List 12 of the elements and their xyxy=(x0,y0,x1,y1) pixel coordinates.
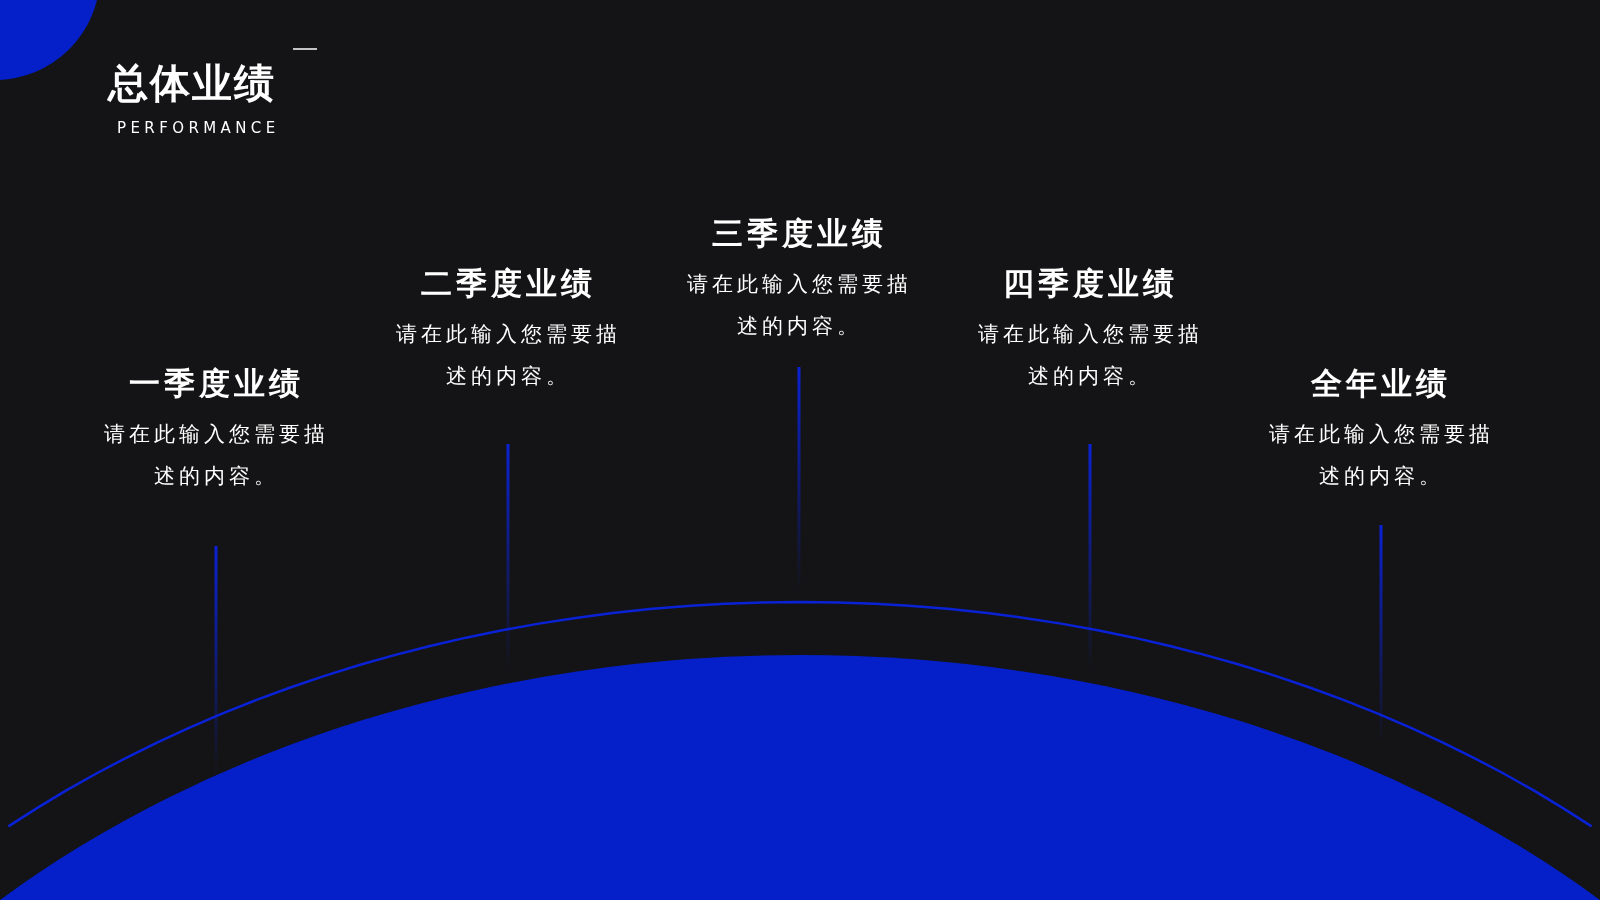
description-text: 请在此输入您需要描述的内容。 xyxy=(685,271,913,340)
subtitle: PERFORMANCE xyxy=(117,119,280,137)
description-text: 请在此输入您需要描述的内容。 xyxy=(102,421,330,490)
quarter-heading: 二季度业绩 xyxy=(420,264,596,303)
quarter-heading: 一季度业绩 xyxy=(128,364,304,403)
quarter-heading: 四季度业绩 xyxy=(1002,264,1178,303)
slide-title: 总体业绩 xyxy=(108,59,276,108)
quarter-heading: 全年业绩 xyxy=(1311,364,1451,403)
description-text: 请在此输入您需要描述的内容。 xyxy=(1267,421,1495,490)
description-text: 请在此输入您需要描述的内容。 xyxy=(394,321,622,390)
description-text: 请在此输入您需要描述的内容。 xyxy=(976,321,1204,390)
quarter-heading: 三季度业绩 xyxy=(711,214,887,253)
